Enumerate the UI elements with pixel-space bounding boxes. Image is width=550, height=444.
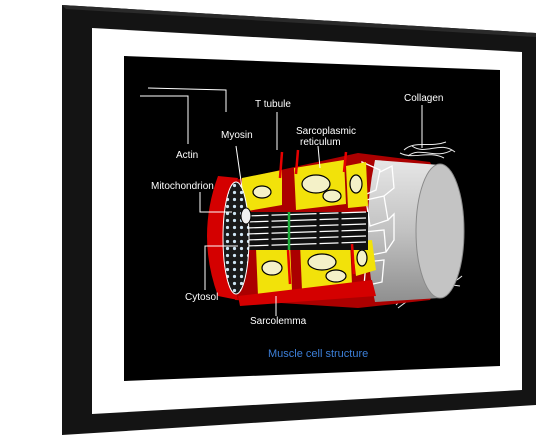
leader-lines [140, 87, 423, 316]
label-mitochondrion: Mitochondrion [151, 181, 214, 192]
reticulum-lumens [252, 174, 368, 283]
label-myosin: Myosin [221, 130, 253, 141]
diagram-caption: Muscle cell structure [268, 348, 368, 360]
label-actin: Actin [176, 150, 198, 161]
cross-section-face [222, 181, 250, 295]
label-sarcolemma: Sarcolemma [250, 316, 307, 327]
t-tubules [278, 149, 356, 285]
label-cytosol: Cytosol [185, 292, 218, 303]
label-collagen: Collagen [404, 93, 443, 104]
cylinder-end-face [415, 163, 465, 299]
sarcolemma-band [238, 280, 376, 306]
label-sarcoplasmic: Sarcoplasmic [296, 126, 356, 137]
frame-edge-highlight [62, 5, 536, 37]
myofibril-bands [244, 211, 368, 250]
label-reticulum: reticulum [300, 137, 341, 148]
mitochondrion [240, 207, 252, 225]
label-t-tubule: T tubule [255, 99, 291, 110]
